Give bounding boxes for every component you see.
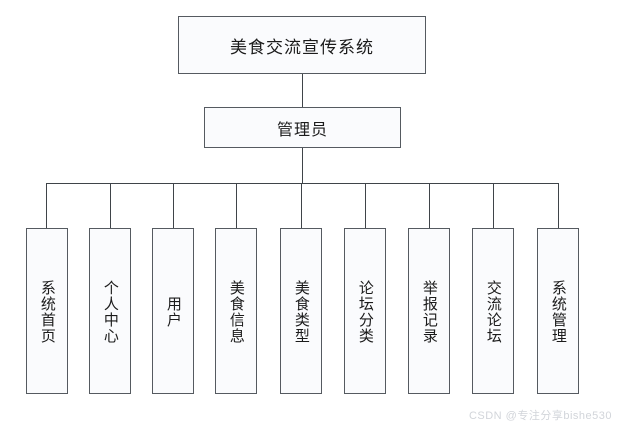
node-leaf-6: 论坛分类 [344, 228, 386, 394]
watermark-text: CSDN @专注分享bishe530 [468, 410, 612, 422]
node-root-label: 美食交流宣传系统 [230, 37, 374, 57]
node-leaf-3-label: 用户 [164, 296, 182, 328]
node-leaf-7: 举报记录 [408, 228, 450, 394]
node-leaf-9: 系统管理 [537, 228, 579, 394]
node-leaf-6-label: 论坛分类 [356, 280, 374, 344]
node-leaf-9-label: 系统管理 [549, 280, 567, 344]
connector-drop-6 [365, 183, 366, 228]
connector-drop-4 [236, 183, 237, 228]
node-leaf-5: 美食类型 [280, 228, 322, 394]
node-administrator-label: 管理员 [276, 121, 328, 139]
node-leaf-4-label: 美食信息 [227, 280, 245, 344]
connector-root-to-admin [302, 74, 303, 107]
node-leaf-8-label: 交流论坛 [484, 280, 502, 344]
node-leaf-4: 美食信息 [215, 228, 257, 394]
connector-horizontal-bus [46, 183, 558, 184]
connector-drop-3 [173, 183, 174, 228]
connector-drop-2 [110, 183, 111, 228]
connector-drop-5 [301, 183, 302, 228]
connector-drop-8 [493, 183, 494, 228]
node-leaf-5-label: 美食类型 [292, 280, 310, 344]
connector-drop-1 [46, 183, 47, 228]
node-leaf-2-label: 个人中心 [101, 280, 119, 344]
node-leaf-1-label: 系统首页 [38, 280, 56, 344]
node-leaf-3: 用户 [152, 228, 194, 394]
node-leaf-7-label: 举报记录 [420, 280, 438, 344]
node-leaf-8: 交流论坛 [472, 228, 514, 394]
connector-admin-to-bus [302, 148, 303, 183]
connector-drop-9 [558, 183, 559, 228]
node-leaf-1: 系统首页 [26, 228, 68, 394]
node-root: 美食交流宣传系统 [178, 16, 426, 74]
node-administrator: 管理员 [204, 107, 401, 148]
connector-drop-7 [429, 183, 430, 228]
node-leaf-2: 个人中心 [89, 228, 131, 394]
